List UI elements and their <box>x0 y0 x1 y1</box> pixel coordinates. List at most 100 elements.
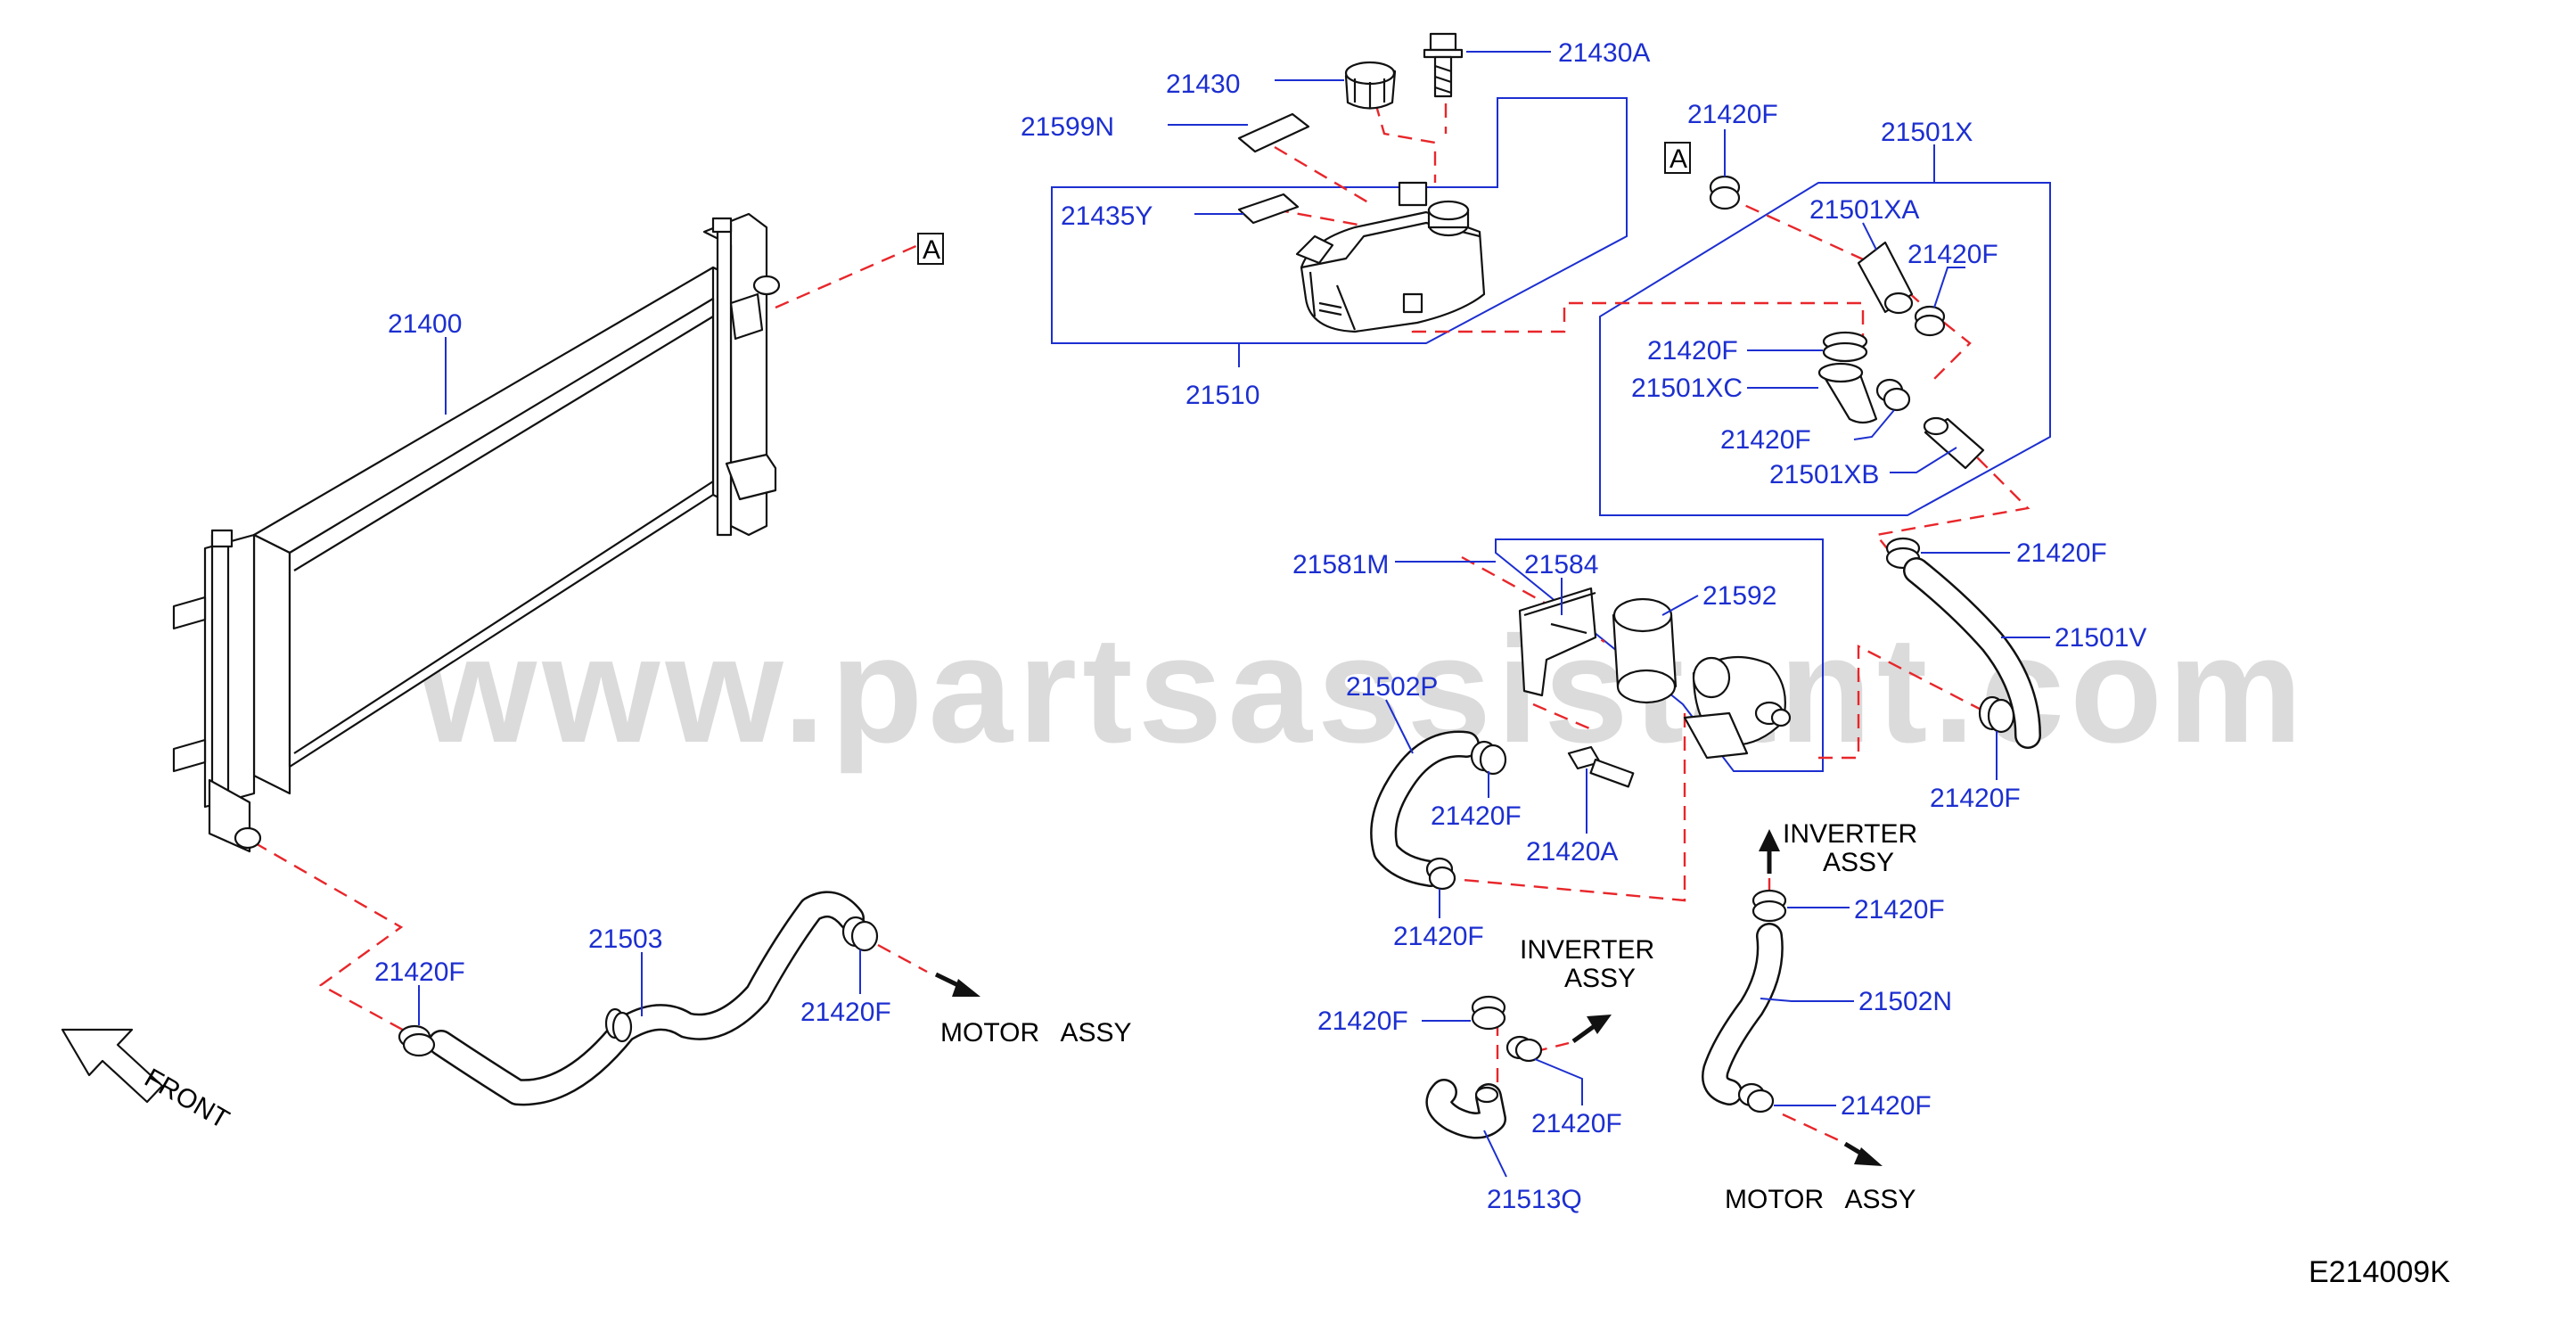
hose-assy-group-box <box>1599 182 2051 516</box>
leader-21420F-q-side <box>1534 1058 1583 1105</box>
clamp-hose-c <box>1875 378 1911 412</box>
bracket <box>1518 587 1597 697</box>
label-clamp-lower-left: 21420F <box>374 957 465 987</box>
connection-tank-hoses <box>1411 301 1865 352</box>
label-clamp-q-top: 21420F <box>1317 1007 1408 1036</box>
leader-21420F-c <box>1853 409 1895 440</box>
reservoir-cap <box>1344 61 1397 110</box>
connection-label2-tank <box>1274 208 1374 229</box>
leader-21501XA <box>1862 222 1877 251</box>
hose-q <box>1425 1079 1506 1139</box>
label-hose-a: 21501XA <box>1809 195 1919 225</box>
arrow-to-inverter-2-icon <box>1759 829 1780 874</box>
connection-cap-tank <box>1374 102 1437 183</box>
diagram-code: E214009K <box>2309 1255 2450 1289</box>
label-hose-b: 21501XB <box>1769 460 1879 489</box>
connection-radiator-upper <box>775 243 919 309</box>
label-clamp-n-bottom: 21420F <box>1841 1091 1932 1121</box>
clamp-hose-p-top <box>1470 740 1507 776</box>
hose-n <box>1702 923 1784 1105</box>
connection-hose-b-v <box>1874 440 2030 558</box>
arrow-to-motor-1-icon <box>934 972 980 997</box>
leader-21501XB <box>1890 447 1957 473</box>
clamp-hose-a <box>1914 305 1946 337</box>
label-hose-v: 21501V <box>2055 623 2146 653</box>
label-bracket: 21584 <box>1524 550 1598 579</box>
label-hose-n: 21502N <box>1858 987 1952 1016</box>
arrow-to-inverter-1-icon <box>1571 1015 1612 1044</box>
pump-rubber <box>1612 597 1678 704</box>
label-clamp-q-side: 21420F <box>1531 1109 1622 1138</box>
hose-c <box>1817 362 1878 424</box>
note-assy-2: ASSY <box>1823 848 1894 877</box>
label-label-plate: 21435Y <box>1061 201 1153 231</box>
clamp-hose-q-side <box>1505 1035 1543 1063</box>
bolt <box>1567 745 1635 788</box>
label-hose-q: 21513Q <box>1487 1185 1582 1214</box>
connection-hose-21503-motor <box>877 943 928 974</box>
label-hose-lower: 21503 <box>588 924 662 954</box>
leader-21592 <box>1661 595 1699 616</box>
clamp-mid <box>1822 331 1868 363</box>
label-pump-rubber: 21592 <box>1702 581 1776 611</box>
leader-21502N <box>1760 998 1854 1002</box>
reservoir-tank <box>1295 181 1486 333</box>
hose-v <box>1903 557 2041 749</box>
clamp-hose-p-bottom <box>1425 857 1456 891</box>
label-clamp-top: 21420F <box>1687 100 1778 129</box>
label-clamp-v-bottom: 21420F <box>1930 784 2021 813</box>
label-clamp-a: 21420F <box>1907 240 1998 269</box>
reservoir-group-box <box>1051 97 1628 344</box>
clamp-hose-v-bottom <box>1978 695 2015 734</box>
label-clamp-n-top: 21420F <box>1854 895 1945 924</box>
label-reservoir-cap: 21430 <box>1166 70 1240 99</box>
radiator <box>172 212 781 853</box>
label-reservoir-tank: 21510 <box>1185 381 1259 410</box>
note-motor-assy-1: MOTOR ASSY <box>940 1018 1132 1048</box>
label-clamp-lower-right: 21420F <box>800 998 891 1027</box>
note-motor-assy-2: MOTOR ASSY <box>1725 1185 1916 1214</box>
reference-marker-hose: A <box>1664 142 1691 174</box>
label-hose-c: 21501XC <box>1631 374 1743 403</box>
hose-lower <box>428 891 865 1106</box>
label-hose-assy: 21501X <box>1881 118 1973 147</box>
label-clamp-c: 21420F <box>1720 425 1811 455</box>
hose-a <box>1857 241 1914 315</box>
label-bolt: 21420A <box>1526 837 1618 867</box>
front-arrow-icon <box>61 1028 164 1104</box>
label-plate-top <box>1237 112 1310 153</box>
clamp-hose-n-top <box>1752 889 1787 923</box>
clamp-hose-lower-mid <box>604 1007 633 1043</box>
clamp-hose-lower-left <box>398 1024 436 1057</box>
arrow-to-motor-2-icon <box>1843 1141 1883 1166</box>
connection-clamp-hose-a <box>1724 194 1972 384</box>
bracket-group-box <box>1495 538 1824 772</box>
label-bolt-top: 21430A <box>1558 38 1650 68</box>
label-radiator: 21400 <box>388 309 462 339</box>
svg-text:A: A <box>1669 144 1687 174</box>
label-clamp-p-top: 21420F <box>1431 801 1522 831</box>
label-clamp-v-top: 21420F <box>2016 538 2107 568</box>
clamp-hose-lower-right <box>841 916 879 952</box>
label-clamp-p-bottom: 21420F <box>1393 922 1484 951</box>
note-inverter-2: INVERTER <box>1783 819 1917 849</box>
reference-marker-radiator: A <box>917 233 944 265</box>
label-clamp-mid: 21420F <box>1647 336 1738 366</box>
connection-bolt-pump <box>1532 703 1596 733</box>
leader-21513Q <box>1483 1130 1507 1178</box>
note-assy-1: ASSY <box>1564 964 1636 993</box>
label-hose-p: 21502P <box>1346 672 1438 702</box>
clamp-hose-n-bottom <box>1737 1082 1775 1113</box>
bolt-top <box>1423 32 1464 98</box>
leader-21420F-a <box>1933 267 1965 308</box>
clamp-top <box>1709 175 1741 210</box>
note-front: FRONT <box>140 1063 234 1134</box>
label-plate <box>1237 193 1300 225</box>
connection-label-tank <box>1274 145 1374 207</box>
connection-hose-n-motor <box>1782 1113 1842 1143</box>
label-label-plate-top: 21599N <box>1021 112 1114 142</box>
leader-21502P <box>1385 699 1414 754</box>
hose-b <box>1923 416 1985 470</box>
hose-p <box>1370 730 1480 887</box>
